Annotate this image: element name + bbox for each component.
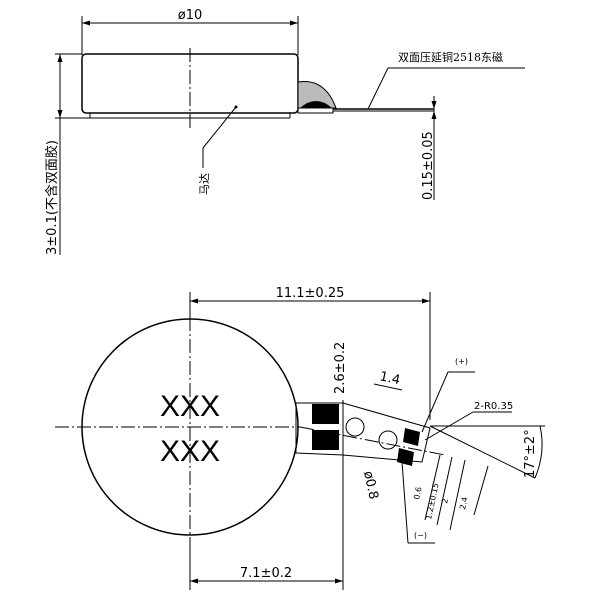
- motor-label: 马达: [198, 173, 211, 195]
- pad-dim-1: 0.6: [412, 486, 423, 500]
- marking-line-1: XXX: [160, 390, 220, 423]
- pad-dim-2: 1.2±0.15: [424, 482, 441, 520]
- diameter-label: ø10: [178, 8, 203, 23]
- pad-dimensions: 0.6 1.2±0.15 2 2.4: [412, 454, 489, 531]
- pad-dim-4: 2.4: [458, 496, 469, 510]
- angle-label: 17°±2°: [523, 429, 538, 478]
- pad-offset-label: 2.6±0.2: [333, 342, 348, 394]
- hole-pitch-label: 1.4: [378, 369, 401, 388]
- negative-terminal-label: (−): [414, 531, 427, 540]
- center-to-end-label: 7.1±0.2: [240, 566, 292, 581]
- height-label: 3±0.1(不含双面胶): [44, 140, 60, 255]
- marking-line-2: XXX: [160, 435, 220, 468]
- hole-diameter-label: ø0.8: [360, 470, 381, 501]
- fpc-thickness-label: 0.15±0.05: [421, 131, 436, 200]
- overall-length-label: 11.1±0.25: [276, 286, 345, 301]
- positive-terminal-label: (+): [455, 357, 468, 366]
- pad-dim-3: 2: [440, 498, 450, 505]
- fpc-material-label: 双面压延铜2518东磁: [398, 50, 503, 64]
- top-view: 11.1±0.25 XXX XXX 2.6±0.2 1.4 ø0.8 (+) 2…: [55, 286, 545, 590]
- radius-label: 2-R0.35: [474, 401, 513, 412]
- side-view: ø10 3±0.1(不含双面胶) 马达 双面压延铜2518东磁: [44, 8, 525, 255]
